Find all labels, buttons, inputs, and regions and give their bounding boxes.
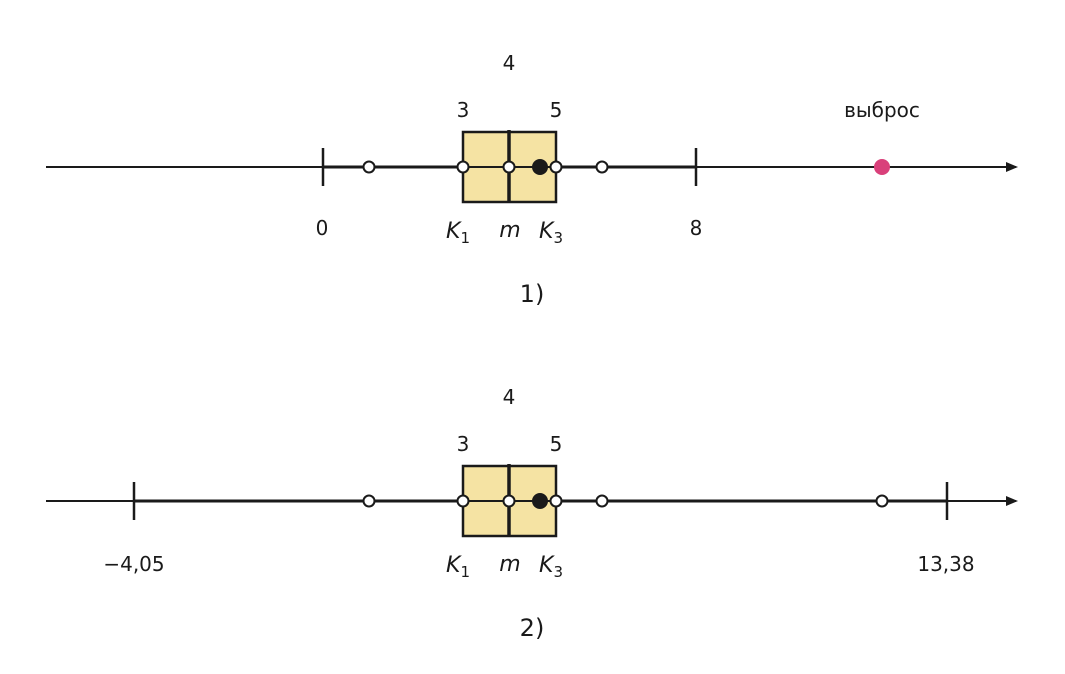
median-value-label: 4 [503,385,516,409]
q1-value-label: 3 [457,98,470,122]
mean-point [532,493,548,509]
right-whisker-label: 13,38 [917,552,974,576]
right-whisker-label: 8 [690,216,703,240]
outlier-point [874,159,890,175]
outlier-label: выброс [844,98,920,122]
data-point [456,160,470,174]
data-point [549,494,563,508]
data-point [875,494,889,508]
q3-letter: K [539,219,555,244]
panel-2: 4 3 5 −4,05 13,38 K1 m K3 2) [46,385,1018,642]
data-point [362,494,376,508]
q1-subscript: 1 [460,563,470,581]
data-point [502,160,516,174]
q3-value-label: 5 [550,432,563,456]
q3-subscript: 3 [553,563,563,581]
data-point [595,160,609,174]
median-value-label: 4 [503,51,516,75]
data-point [549,160,563,174]
q1-subscript: 1 [460,229,470,247]
q3-symbol: K3 [539,553,563,581]
data-point [595,494,609,508]
q3-letter: K [539,553,555,578]
data-point [502,494,516,508]
q3-subscript: 3 [553,229,563,247]
q1-letter: K [446,219,462,244]
mean-point [532,159,548,175]
median-symbol: m [499,218,520,243]
q1-symbol: K1 [446,553,470,581]
q1-symbol: K1 [446,219,470,247]
panel-1: 4 3 5 выброс 0 8 K1 m K3 1) [46,51,1018,308]
median-symbol: m [499,552,520,577]
q3-symbol: K3 [539,219,563,247]
left-whisker-label: 0 [316,216,329,240]
panel-caption: 2) [520,614,545,642]
panel-caption: 1) [520,280,545,308]
data-point [362,160,376,174]
q3-value-label: 5 [550,98,563,122]
q1-value-label: 3 [457,432,470,456]
data-point [456,494,470,508]
q1-letter: K [446,553,462,578]
left-whisker-label: −4,05 [103,552,164,576]
